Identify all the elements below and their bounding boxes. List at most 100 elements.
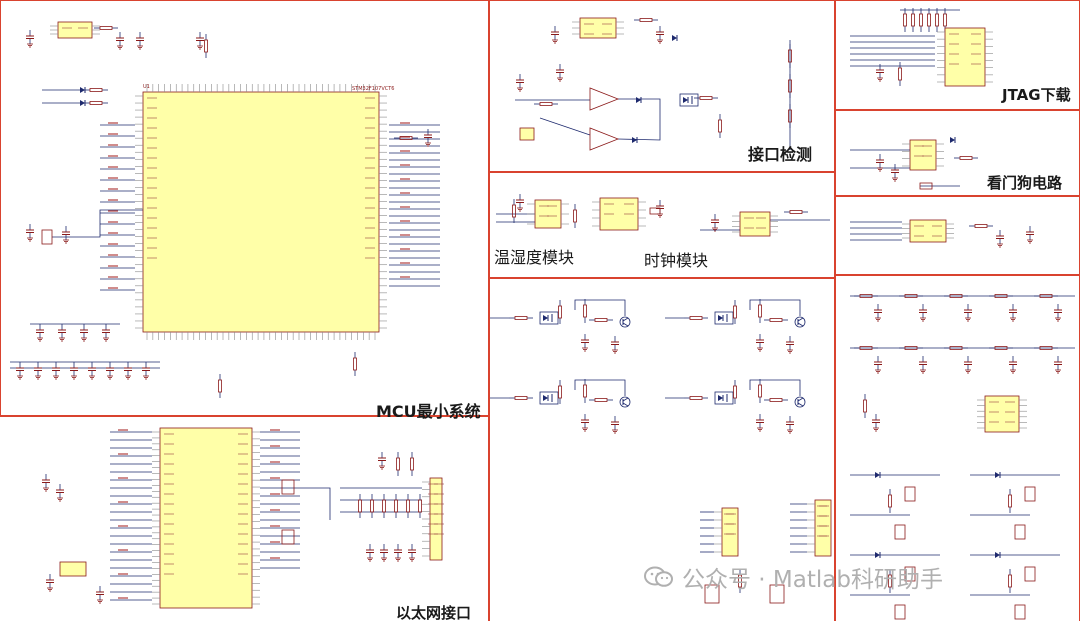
mcu-chip-part: STM32F107VCT6 [352,86,395,92]
resistor [218,379,222,393]
diode [718,315,723,321]
transistor [797,317,804,322]
resistor [935,13,939,27]
resistor [994,294,1008,298]
connector [704,584,720,604]
transistor [622,402,629,407]
op-amp [589,127,620,151]
ic-chip [909,139,937,171]
section-title-watchdog: 看门狗电路 [987,174,1063,192]
wire [574,299,626,316]
components [16,13,1062,620]
resistor [904,346,918,350]
transistor [622,322,629,327]
connector [769,584,785,604]
resistor [204,39,208,53]
resistor [353,357,357,371]
resistor [89,88,103,92]
resistor [733,305,737,319]
resistor [943,13,947,27]
resistor [859,346,873,350]
resistor [583,384,587,398]
ic-chip [57,21,93,39]
resistor [558,305,562,319]
section-title-temp-humidity: 温湿度模块 [494,248,575,267]
diode [683,97,688,103]
mcu-chip-ref: U1 [143,84,150,90]
diode [875,472,880,478]
transistor [797,402,804,407]
transistor [794,396,806,408]
ic-chip [739,211,771,237]
resistor [689,316,703,320]
resistor [1008,574,1012,588]
relay [1024,566,1036,582]
wire [749,299,801,316]
wire [574,379,626,396]
resistor [1008,494,1012,508]
diode [995,472,1000,478]
watermark: 公众号 · Matlab科研助手 [644,561,943,593]
resistor [863,399,867,413]
ic-chips [50,17,1027,609]
resistor [789,210,803,214]
resistor [919,13,923,27]
resistor [406,499,410,513]
diode [672,35,677,41]
transistor [619,396,631,408]
resistor [394,499,398,513]
resistor [788,109,792,123]
transformer [281,529,295,545]
resistor [594,318,608,322]
resistor [949,346,963,350]
section-title-interface-check: 接口检测 [748,145,813,164]
connector [519,127,535,141]
ic-chip [159,427,253,609]
resistor [903,13,907,27]
resistor [859,294,873,298]
relay [904,486,916,502]
resistor [558,385,562,399]
ic-chip [142,91,380,333]
resistor [949,294,963,298]
op-amp [589,87,620,111]
wire [52,209,143,238]
transistor [797,397,804,402]
wire [300,487,331,520]
resistor [514,396,528,400]
crystal [59,561,87,577]
diode [995,552,1000,558]
wire [749,379,801,396]
resistor [718,119,722,133]
transistor [622,317,629,322]
diode [632,137,637,143]
optocoupler [714,311,734,325]
resistor [89,101,103,105]
resistor [514,316,528,320]
resistor [788,49,792,63]
resistor [769,318,783,322]
resistor [758,304,762,318]
optocoupler [679,93,699,107]
diode [543,395,548,401]
resistor [769,398,783,402]
watermark-text: 公众号 · Matlab科研助手 [682,567,943,593]
resistor [699,96,713,100]
resistor [573,209,577,223]
resistor [689,396,703,400]
resistor [1039,294,1053,298]
resistor [396,457,400,471]
resistor [382,499,386,513]
resistor [639,18,653,22]
crystal [41,229,53,245]
resistor [370,499,374,513]
ic-chip [429,477,443,561]
resistor [539,102,553,106]
ic-chip [579,17,617,39]
relay [894,604,906,620]
transistor [797,322,804,327]
optocoupler [539,391,559,405]
resistor [594,398,608,402]
resistor [904,294,918,298]
